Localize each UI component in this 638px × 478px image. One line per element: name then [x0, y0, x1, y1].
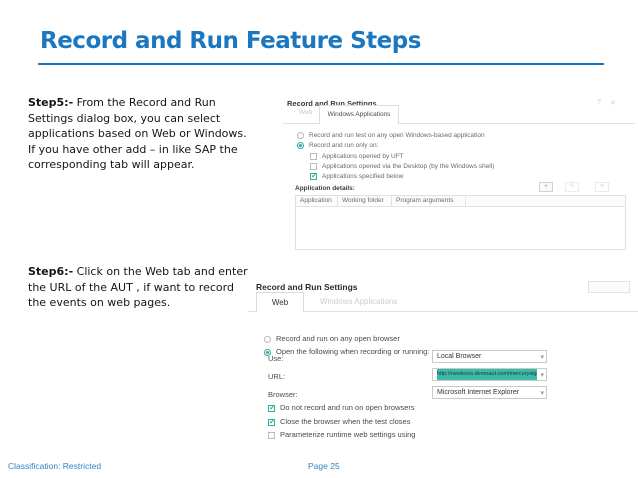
- classification-label: Classification: Restricted: [8, 461, 102, 471]
- table-header-row: Application Working folder Program argum…: [296, 196, 625, 207]
- use-value: Local Browser: [437, 353, 482, 360]
- url-label: URL:: [268, 372, 286, 381]
- checkbox-checked-icon[interactable]: [268, 403, 276, 412]
- checkbox-label: Do not record and run on open browsers: [280, 403, 415, 412]
- checkbox-do-not-record-open-browsers[interactable]: Do not record and run on open browsers: [268, 403, 415, 412]
- edit-application-button[interactable]: ✎: [565, 182, 579, 192]
- radio-selected-icon[interactable]: [297, 142, 304, 149]
- dialog1-title: Record and Run Settings: [287, 99, 377, 108]
- checkbox-icon[interactable]: [310, 153, 317, 160]
- use-dropdown[interactable]: Local Browser ▾: [432, 350, 547, 363]
- step6-body: Click on the Web tab and enter the URL o…: [28, 265, 248, 309]
- checkbox-label: Applications opened via the Desktop (by …: [322, 163, 495, 171]
- radio-any-label: Record and run test on any open Windows-…: [309, 132, 485, 140]
- radio-only-label: Record and run only on:: [309, 142, 379, 150]
- checkbox-applications-specified[interactable]: Applications specified below: [310, 171, 404, 181]
- checkbox-close-browser-on-test-close[interactable]: Close the browser when the test closes: [268, 417, 410, 426]
- delete-application-button[interactable]: ✕: [595, 182, 609, 192]
- checkbox-icon[interactable]: [310, 163, 317, 170]
- checkbox-checked-icon[interactable]: [268, 417, 276, 426]
- tab-web[interactable]: Web: [299, 109, 313, 116]
- checkbox-checked-icon[interactable]: [310, 171, 318, 180]
- checkbox-label: Applications opened by UFT: [322, 153, 404, 161]
- tab-divider: [283, 123, 635, 124]
- step5-text: Step5:- From the Record and Run Settings…: [28, 95, 250, 173]
- step5-body: From the Record and Run Settings dialog …: [28, 96, 247, 171]
- checkbox-label: Parameterize runtime web settings using: [280, 430, 416, 439]
- tab-windows-applications[interactable]: Windows Applications: [320, 297, 398, 306]
- col-working-folder[interactable]: Working folder: [338, 196, 392, 206]
- col-program-arguments[interactable]: Program arguments: [392, 196, 466, 206]
- chevron-down-icon[interactable]: ▾: [540, 390, 544, 397]
- checkbox-opened-by-uft[interactable]: Applications opened by UFT: [310, 153, 404, 160]
- step6-label: Step6:-: [28, 265, 74, 278]
- col-application[interactable]: Application: [296, 196, 338, 206]
- radio-icon[interactable]: [264, 335, 271, 343]
- checkbox-icon[interactable]: [268, 431, 275, 439]
- radio-selected-icon[interactable]: [264, 348, 271, 356]
- browser-dropdown[interactable]: Microsoft Internet Explorer ▾: [432, 386, 547, 399]
- checkbox-label: Close the browser when the test closes: [280, 417, 411, 426]
- record-run-settings-dialog-windows: Record and Run Settings ? ✕ Web Windows …: [283, 96, 635, 254]
- step5-label: Step5:-: [28, 96, 74, 109]
- url-combobox[interactable]: http://newtours.demoaut.com/mercurysigno…: [432, 368, 547, 381]
- tab-windows-applications[interactable]: Windows Applications: [319, 105, 399, 124]
- radio-label: Open the following when recording or run…: [276, 347, 430, 356]
- chevron-down-icon[interactable]: ▾: [540, 354, 544, 361]
- help-button[interactable]: [588, 281, 630, 293]
- browser-value: Microsoft Internet Explorer: [437, 389, 520, 396]
- record-run-settings-dialog-web: Record and Run Settings Web Windows Appl…: [248, 278, 638, 455]
- add-application-button[interactable]: +: [539, 182, 553, 192]
- page-number: Page 25: [308, 461, 340, 471]
- application-details-label: Application details:: [295, 185, 355, 192]
- radio-record-only-on[interactable]: Record and run only on:: [297, 142, 378, 149]
- checkbox-opened-via-desktop[interactable]: Applications opened via the Desktop (by …: [310, 163, 494, 170]
- radio-icon[interactable]: [297, 132, 304, 139]
- radio-any-open-browser[interactable]: Record and run on any open browser: [264, 334, 400, 343]
- checkbox-parameterize-runtime-settings[interactable]: Parameterize runtime web settings using: [268, 430, 415, 439]
- dialog2-title: Record and Run Settings: [256, 282, 358, 292]
- chevron-down-icon[interactable]: ▾: [540, 372, 544, 379]
- tab-web[interactable]: Web: [256, 292, 304, 312]
- checkbox-label: Applications specified below: [322, 173, 404, 181]
- help-icon[interactable]: ?: [597, 99, 601, 106]
- radio-label: Record and run on any open browser: [276, 334, 400, 343]
- radio-open-following[interactable]: Open the following when recording or run…: [264, 347, 429, 356]
- radio-any-windows-app[interactable]: Record and run test on any open Windows-…: [297, 132, 485, 139]
- page-title: Record and Run Feature Steps: [40, 28, 421, 54]
- close-icon[interactable]: ✕: [610, 100, 616, 107]
- url-value: http://newtours.demoaut.com/mercurysigno…: [437, 369, 537, 380]
- browser-label: Browser:: [268, 390, 298, 399]
- title-underline: [38, 63, 604, 65]
- use-label: Use:: [268, 354, 284, 363]
- application-details-table[interactable]: Application Working folder Program argum…: [295, 195, 626, 250]
- step6-text: Step6:- Click on the Web tab and enter t…: [28, 264, 250, 311]
- tab-divider: [248, 311, 638, 312]
